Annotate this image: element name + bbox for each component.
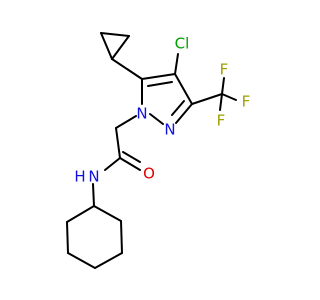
atom-f-right: F bbox=[242, 93, 251, 111]
molecule-diagram: Cl F F F N N O N H bbox=[66, 32, 251, 269]
pyrazole-ring bbox=[141, 73, 193, 125]
bond-c3-cf3 bbox=[191, 93, 223, 105]
bond-nh-cyclohexyl bbox=[92, 183, 95, 207]
bond-carbonyl-o bbox=[119, 157, 141, 171]
cyclohexyl-ring bbox=[66, 205, 123, 269]
atom-f-bottom: F bbox=[217, 112, 226, 130]
bond-c4-cl bbox=[174, 53, 179, 75]
atom-nh-h: H bbox=[74, 168, 85, 186]
atom-cl: Cl bbox=[175, 35, 190, 53]
atom-f-top: F bbox=[220, 61, 229, 79]
atom-o: O bbox=[143, 165, 155, 183]
bond-carbonyl-nh bbox=[104, 157, 121, 171]
cyclopropyl-ring bbox=[100, 32, 130, 60]
bond-cf3-f-right bbox=[221, 93, 237, 101]
atom-n2: N bbox=[164, 121, 175, 139]
bond-n1-ch2 bbox=[115, 115, 137, 129]
atom-nh-n: N bbox=[88, 168, 99, 186]
bond-c5-cyclopropyl bbox=[111, 58, 143, 80]
bond-ch2-carbonyl bbox=[115, 127, 121, 159]
bond-cf3-f-top bbox=[221, 77, 225, 95]
atom-n1: N bbox=[136, 105, 147, 123]
bond-carbonyl-o-2 bbox=[122, 151, 141, 163]
bond-cf3-f-bottom bbox=[219, 93, 223, 111]
structure-svg: Cl F F F N N O N H bbox=[66, 32, 251, 269]
